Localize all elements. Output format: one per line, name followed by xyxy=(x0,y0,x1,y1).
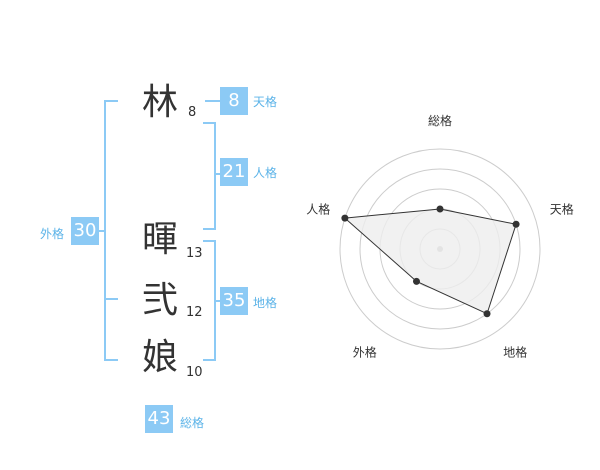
radar-axis-label-2: 天格 xyxy=(550,201,574,216)
jinkaku-label: 人格 xyxy=(253,166,278,180)
jinkaku-bracket-tick xyxy=(214,173,220,175)
jinkaku-value: 21 xyxy=(220,158,248,186)
gaikaku-bracket-tick xyxy=(96,230,106,232)
soukaku-value: 43 xyxy=(145,405,173,433)
radar-axis-label-1: 総格 xyxy=(428,113,452,128)
tenkaku-value: 8 xyxy=(220,87,248,115)
name-char-3: 弐 xyxy=(141,280,178,321)
tenkaku-label: 天格 xyxy=(253,95,278,109)
gaikaku-label: 外格 xyxy=(40,227,65,241)
radar-points xyxy=(341,205,520,318)
stroke-count-4: 10 xyxy=(186,365,203,380)
radar-axis-label-5: 人格 xyxy=(306,201,330,216)
soukaku-label: 総格 xyxy=(180,416,205,430)
radar-axis-label-3: 地格 xyxy=(503,345,527,360)
name-char-2: 暉 xyxy=(141,219,178,260)
jinkaku-bracket xyxy=(203,122,216,230)
chikaku-label: 地格 xyxy=(253,296,278,310)
radar-point-3 xyxy=(483,310,491,318)
name-char-4: 娘 xyxy=(141,337,178,378)
radar-point-1 xyxy=(436,205,444,213)
stroke-count-2: 13 xyxy=(186,246,203,261)
radar-point-5 xyxy=(341,214,349,222)
radar-point-2 xyxy=(512,220,520,228)
stroke-count-1: 8 xyxy=(188,105,197,120)
radar-point-4 xyxy=(412,277,420,285)
sei-mei-divider-left xyxy=(106,298,118,300)
name-char-1: 林 xyxy=(141,82,178,123)
radar-series-area xyxy=(343,208,517,315)
gaikaku-value: 30 xyxy=(71,217,99,245)
chikaku-bracket-tick xyxy=(214,300,220,302)
stroke-count-3: 12 xyxy=(186,305,203,320)
radar-ring-5 xyxy=(339,148,541,350)
chikaku-value: 35 xyxy=(220,287,248,315)
tenkaku-tick xyxy=(205,100,220,102)
radar-axis-label-4: 外格 xyxy=(353,345,377,360)
radar-ring-4 xyxy=(359,168,521,330)
